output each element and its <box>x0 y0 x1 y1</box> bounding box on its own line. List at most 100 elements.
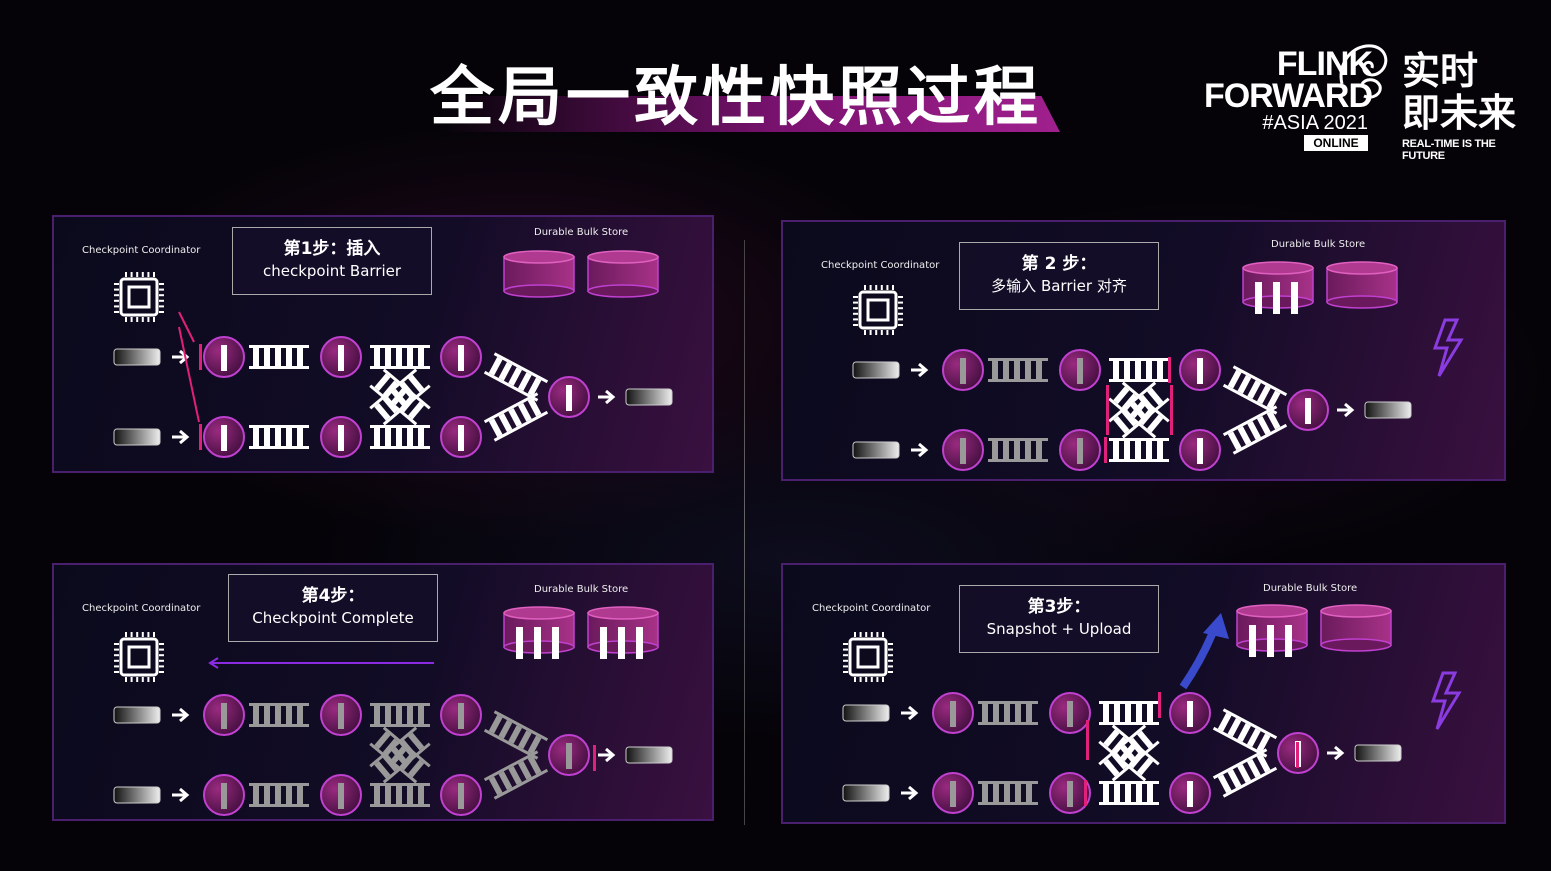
step-subtitle: Snapshot + Upload <box>986 620 1132 638</box>
chip-icon <box>843 632 893 682</box>
channel-buffer <box>483 710 549 760</box>
channel-buffer <box>249 425 309 449</box>
arrow-icon <box>172 349 190 365</box>
panel-step2: Checkpoint Coordinator Durable Bulk Stor… <box>781 220 1506 481</box>
barrier-marker <box>1104 437 1107 463</box>
store-label: Durable Bulk Store <box>1263 583 1358 594</box>
channel-buffer <box>1222 405 1288 455</box>
dataflow-diagram <box>842 604 1462 814</box>
chip-icon <box>853 285 903 335</box>
source-cylinder <box>842 784 890 802</box>
node-state-bar <box>1197 358 1203 384</box>
arrow-icon <box>172 707 190 723</box>
arrow-icon <box>172 429 190 445</box>
channel-buffer <box>370 703 430 727</box>
storage-cylinder <box>503 250 575 298</box>
node-state-bar <box>566 743 572 769</box>
panel-step1: Checkpoint Coordinator Durable Bulk Stor… <box>52 215 714 473</box>
source-cylinder <box>113 706 161 724</box>
center-divider <box>744 240 745 825</box>
coordinator-label: Checkpoint Coordinator <box>821 260 940 271</box>
inject-arrow <box>178 311 195 343</box>
arrow-icon <box>901 785 919 801</box>
logo-event: #ASIA 2021 <box>1262 112 1368 134</box>
source-cylinder <box>113 348 161 366</box>
node-state-bar <box>221 783 227 809</box>
channel-buffer <box>988 438 1048 462</box>
node-state-bar <box>458 783 464 809</box>
inject-arrow <box>178 326 200 423</box>
upload-arrow-head <box>1203 613 1229 639</box>
squirrel-icon <box>1339 44 1388 99</box>
step-subtitle: checkpoint Barrier <box>262 262 402 280</box>
source-cylinder <box>113 428 161 446</box>
arrow-icon <box>598 747 616 763</box>
channel-buffer <box>249 703 309 727</box>
source-cylinder <box>113 786 161 804</box>
step-title: 第4步： <box>301 586 365 606</box>
coordinator-label: Checkpoint Coordinator <box>82 603 201 614</box>
node-state-bar <box>458 703 464 729</box>
storage-cylinder <box>587 250 659 298</box>
lightning-icon <box>1432 318 1464 377</box>
node-state-bar <box>338 703 344 729</box>
node-state-bar <box>960 358 966 384</box>
source-cylinder <box>852 361 900 379</box>
node-state-bar <box>458 345 464 371</box>
node-state-bar <box>1077 358 1083 384</box>
node-state-bar <box>221 345 227 371</box>
barrier-marker <box>1158 692 1161 718</box>
source-cylinder <box>625 746 673 764</box>
arrow-icon <box>1327 745 1345 761</box>
step-title: 第1步：插入 <box>283 239 381 259</box>
step-box: 第4步： Checkpoint Complete <box>228 574 438 642</box>
node-state-bar <box>1187 701 1193 727</box>
logo-line1: FLINK <box>1276 45 1373 83</box>
logo-tagline: REAL-TIME IS THE FUTURE <box>1402 138 1496 162</box>
event-logo: FLINK FORWARD #ASIA 2021 ONLINE 实时 即未来 R… <box>1192 44 1532 162</box>
step-box: 第1步：插入 checkpoint Barrier <box>232 227 432 295</box>
source-cylinder <box>852 441 900 459</box>
storage-cylinder <box>503 606 575 659</box>
channel-buffer <box>978 781 1038 805</box>
slogan-line1: 实时 <box>1402 49 1479 93</box>
channel-buffer <box>249 345 309 369</box>
barrier-marker <box>593 745 596 771</box>
arrow-icon <box>901 705 919 721</box>
node-state-bar <box>338 425 344 451</box>
chip-icon <box>114 272 164 322</box>
barrier-marker <box>199 424 202 450</box>
store-label: Durable Bulk Store <box>534 227 629 238</box>
node-state-bar <box>458 425 464 451</box>
page-title: 全局一致性快照过程 <box>430 61 1042 135</box>
storage-cylinder <box>1326 261 1398 309</box>
channel-buffer <box>1212 708 1278 758</box>
node-state-bar <box>566 385 572 411</box>
logo-line2: FORWARD <box>1203 77 1373 115</box>
barrier-marker <box>1296 742 1299 768</box>
node-state-bar <box>1067 701 1073 727</box>
panel-step3: Checkpoint Coordinator Durable Bulk Stor… <box>781 563 1506 824</box>
source-cylinder <box>625 388 673 406</box>
chip-icon <box>114 632 164 682</box>
title-area: 全局一致性快照过程 <box>420 40 1060 140</box>
arrow-icon <box>911 442 929 458</box>
step-subtitle: 多输入 Barrier 对齐 <box>991 277 1127 295</box>
node-state-bar <box>221 425 227 451</box>
node-state-bar <box>338 783 344 809</box>
node-state-bar <box>1187 781 1193 807</box>
source-cylinder <box>842 704 890 722</box>
node-state-bar <box>950 781 956 807</box>
node-state-bar <box>1077 438 1083 464</box>
logo-wordmark: FLINK FORWARD <box>1192 45 1373 115</box>
channel-buffer <box>1109 438 1169 462</box>
channel-buffer <box>1212 748 1278 798</box>
channel-buffer <box>369 726 431 784</box>
storage-cylinder <box>587 606 659 659</box>
coordinator-label: Checkpoint Coordinator <box>82 245 201 256</box>
store-label: Durable Bulk Store <box>1271 239 1366 250</box>
barrier-marker <box>1106 385 1109 435</box>
node-state-bar <box>950 701 956 727</box>
arrow-icon <box>911 362 929 378</box>
arrow-icon <box>1337 402 1355 418</box>
